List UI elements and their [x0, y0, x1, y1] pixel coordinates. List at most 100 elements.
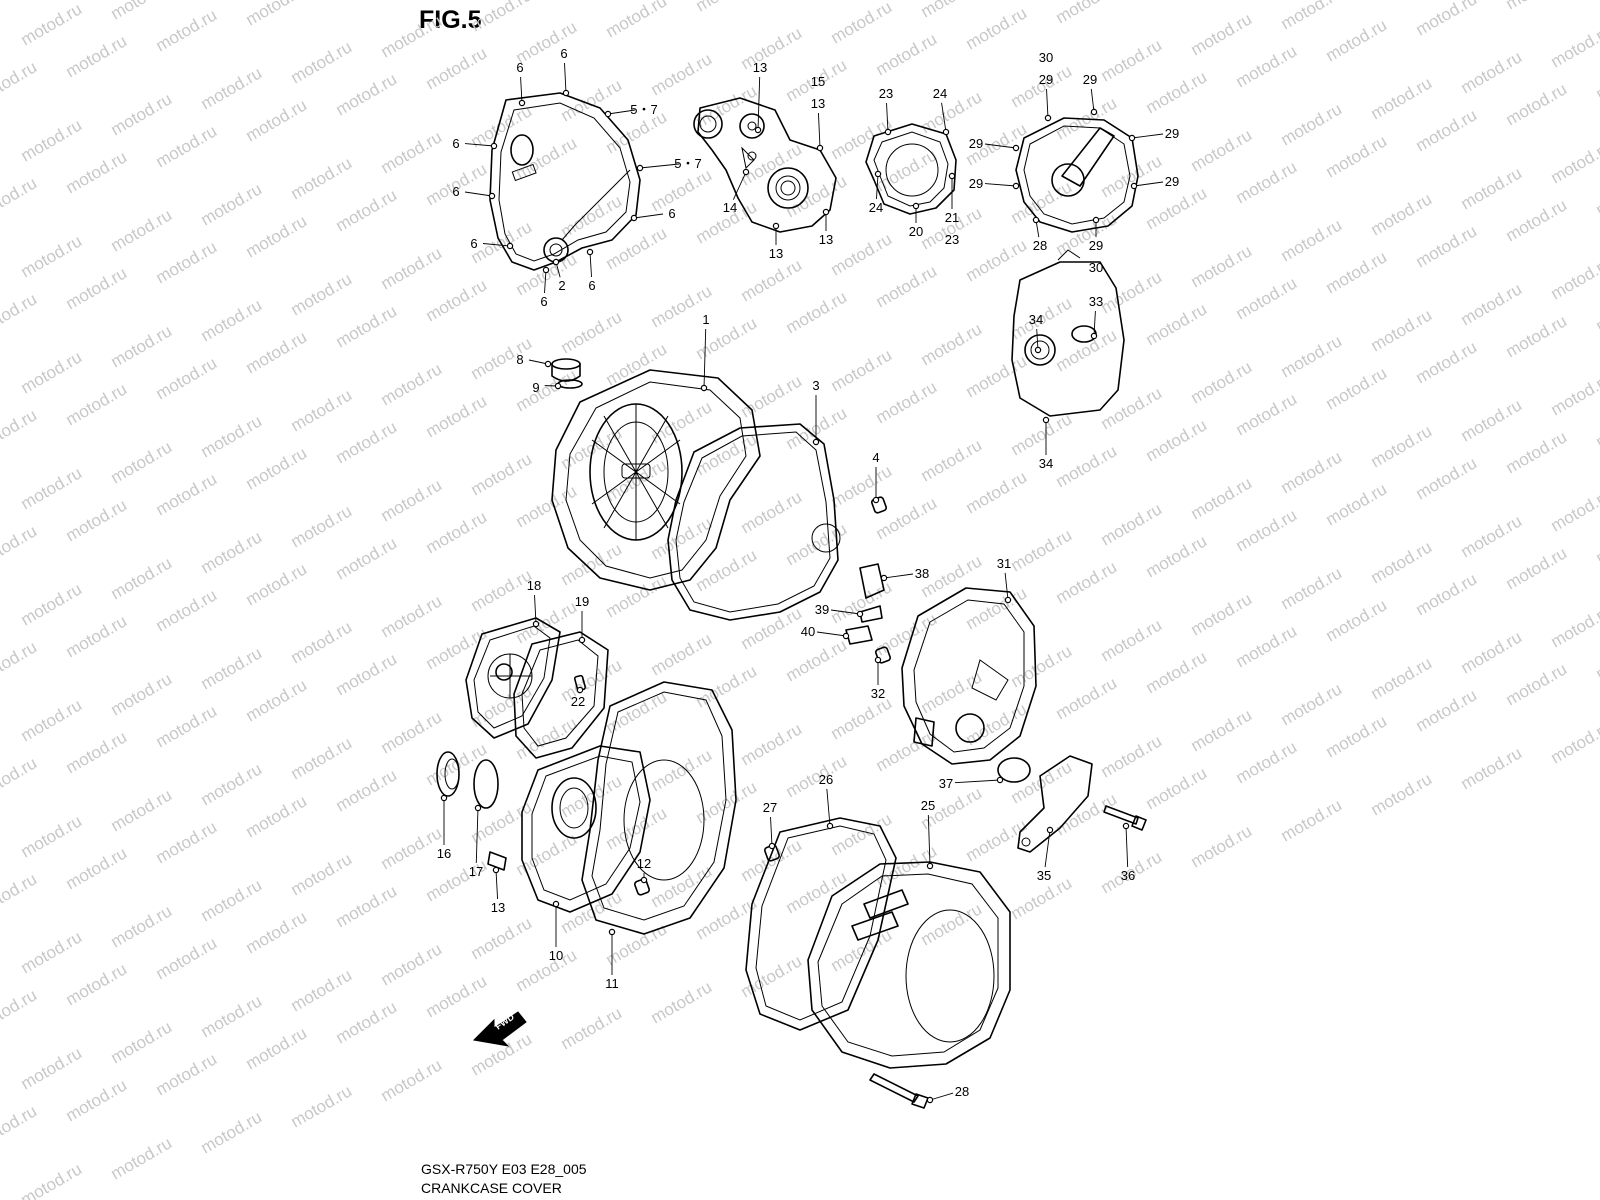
watermark-text: motod.ru	[1053, 441, 1121, 491]
watermark-text: motod.ru	[783, 751, 851, 801]
leader-line	[929, 1092, 954, 1101]
leader-line	[464, 191, 493, 197]
watermark-text: motod.ru	[378, 591, 446, 641]
callout-point	[532, 620, 540, 628]
watermark-text: motod.ru	[423, 855, 491, 905]
callout-c18: 18	[527, 578, 541, 593]
leader-line	[495, 869, 499, 900]
leader-line	[1093, 310, 1096, 337]
leader-line	[589, 251, 592, 278]
callout-point	[1122, 822, 1130, 830]
watermark-text: motod.ru	[1458, 163, 1526, 213]
watermark-text: motod.ru	[918, 435, 986, 485]
callout-point	[1128, 134, 1136, 142]
callout-c29a: 29	[1039, 72, 1053, 87]
leader-line	[528, 359, 549, 365]
watermark-text: motod.ru	[288, 385, 356, 435]
callout-point	[816, 144, 824, 152]
callout-c34b: 34	[1039, 456, 1053, 471]
watermark-text: motod.ru	[1053, 0, 1121, 27]
watermark-text: motod.ru	[378, 243, 446, 293]
leader-line	[534, 594, 537, 625]
watermark-text: motod.ru	[513, 945, 581, 995]
watermark-text: motod.ru	[378, 1055, 446, 1105]
watermark-text: motod.ru	[1368, 769, 1436, 819]
leader-line	[482, 243, 511, 247]
watermark-text: motod.ru	[333, 69, 401, 119]
watermark-text: motod.ru	[333, 301, 401, 351]
long-bolt-28-part	[869, 1073, 929, 1109]
callout-c6b: 6	[560, 46, 567, 61]
leader-line	[520, 76, 523, 104]
watermark-text: motod.ru	[558, 655, 626, 705]
watermark-text: motod.ru	[1413, 685, 1481, 735]
watermark-text: motod.ru	[918, 319, 986, 369]
callout-c40: 40	[801, 624, 815, 639]
watermark-text: motod.ru	[108, 437, 176, 487]
watermark-text: motod.ru	[918, 0, 986, 21]
watermark-text: motod.ru	[1503, 543, 1571, 593]
leader-line	[927, 814, 931, 867]
watermark-text: motod.ru	[1368, 73, 1436, 123]
watermark-text: motod.ru	[108, 1017, 176, 1067]
watermark-text: motod.ru	[1503, 195, 1571, 245]
watermark-text: motod.ru	[1278, 795, 1346, 845]
callout-c27: 27	[763, 800, 777, 815]
watermark-text: motod.ru	[918, 667, 986, 717]
watermark-text: motod.ru	[1548, 253, 1600, 303]
watermark-text: motod.ru	[603, 571, 671, 621]
leader-line	[703, 328, 707, 389]
watermark-text: motod.ru	[1413, 337, 1481, 387]
watermark-text: motod.ru	[0, 985, 40, 1035]
watermark-text: motod.ru	[423, 275, 491, 325]
watermark-text: motod.ru	[288, 153, 356, 203]
watermark-text: motod.ru	[423, 391, 491, 441]
callout-c37: 37	[939, 776, 953, 791]
watermark-text: motod.ru	[18, 1159, 86, 1200]
watermark-text: motod.ru	[1323, 131, 1391, 181]
watermark-text: motod.ru	[1053, 209, 1121, 259]
callout-point	[554, 382, 562, 390]
callout-point	[912, 202, 920, 210]
watermark-text: motod.ru	[0, 521, 40, 571]
watermark-text: motod.ru	[1188, 589, 1256, 639]
watermark-text: motod.ru	[1548, 717, 1600, 767]
leader-line	[1004, 572, 1009, 601]
watermark-text: motod.ru	[63, 31, 131, 81]
callout-c13c: 13	[769, 246, 783, 261]
callout-c15: 15	[811, 74, 825, 89]
watermark-text: motod.ru	[1413, 221, 1481, 271]
leader-line	[883, 573, 914, 579]
callout-c36: 36	[1121, 868, 1135, 883]
callout-point	[1044, 114, 1052, 122]
watermark-text: motod.ru	[1323, 479, 1391, 529]
callout-point	[518, 99, 526, 107]
watermark-text: motod.ru	[243, 211, 311, 261]
watermark-text: motod.ru	[1143, 763, 1211, 813]
watermark-text: motod.ru	[1143, 647, 1211, 697]
callout-c13a: 13	[753, 60, 767, 75]
watermark-text: motod.ru	[648, 165, 716, 215]
watermark-text: motod.ru	[243, 327, 311, 377]
callout-c3: 3	[812, 378, 819, 393]
watermark-text: motod.ru	[1413, 453, 1481, 503]
watermark-text: motod.ru	[18, 463, 86, 513]
watermark-text: motod.ru	[0, 57, 40, 107]
figure-code: GSX-R750Y E03 E28_005	[421, 1161, 587, 1177]
watermark-text: motod.ru	[648, 397, 716, 447]
watermark-text: motod.ru	[1053, 557, 1121, 607]
callout-point	[884, 128, 892, 136]
watermark-text: motod.ru	[918, 899, 986, 949]
watermark-text: motod.ru	[1278, 215, 1346, 265]
watermark-text: motod.ru	[513, 365, 581, 415]
watermark-text: motod.ru	[1323, 711, 1391, 761]
watermark-text: motod.ru	[1053, 673, 1121, 723]
watermark-text: motod.ru	[738, 139, 806, 189]
callout-c16: 16	[437, 846, 451, 861]
watermark-text: motod.ru	[468, 101, 536, 151]
watermark-text: motod.ru	[1413, 0, 1481, 39]
callout-point	[772, 222, 780, 230]
callout-point	[1034, 346, 1042, 354]
leader-line	[639, 163, 680, 169]
